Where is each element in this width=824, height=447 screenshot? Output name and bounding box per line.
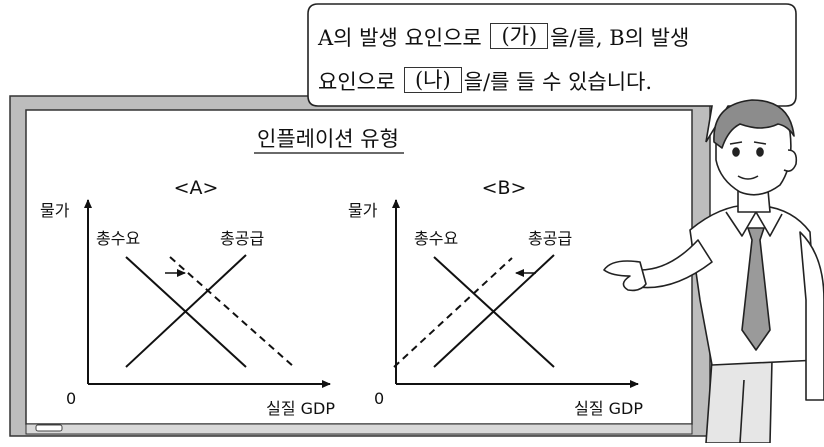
chart-a-demand-label: 총수요	[96, 229, 140, 248]
teacher-right-arm	[799, 231, 824, 401]
board-face	[25, 109, 693, 425]
chart-b-origin: 0	[374, 389, 384, 408]
chart-b-supply-shifted	[393, 257, 513, 368]
teacher-legs	[705, 359, 773, 444]
speech-line-2-text: 요인으로	[318, 70, 396, 94]
teacher-illustration	[603, 99, 824, 444]
chart-a-label: <A>	[174, 177, 219, 199]
board-title: 인플레이션 유형	[257, 127, 399, 151]
teacher-tie	[741, 227, 771, 351]
chart-b-x-label: 실질 GDP	[574, 399, 643, 418]
chart-a-x-label: 실질 GDP	[266, 399, 335, 418]
chart-b-label: <B>	[482, 177, 527, 199]
teacher-hair	[713, 99, 795, 149]
speech-line-2: 요인으로 (나)을/를 들 수 있습니다.	[318, 66, 652, 96]
chart-b-supply-label: 총공급	[528, 229, 572, 248]
speech-bubble: A의 발생 요인으로 (가)을/를, B의 발생 요인으로 (나)을/를 들 수…	[306, 4, 796, 108]
marker-tray	[25, 423, 693, 435]
chart-a-demand-shifted	[169, 256, 295, 368]
blank-na: (나)	[403, 66, 462, 93]
chart-a-y-label: 물가	[40, 201, 70, 220]
chart-a-origin: 0	[66, 389, 76, 408]
speech-line-1: A의 발생 요인으로 (가)을/를, B의 발생	[318, 22, 689, 52]
marker-eraser	[35, 424, 63, 432]
chart-a-supply-label: 총공급	[220, 229, 264, 248]
teacher-hand	[603, 260, 647, 292]
speech-line-1-text: A의 발생 요인으로	[318, 26, 482, 50]
chart-a: <A> 물가 0 실질 GDP 총수요 총공급	[40, 177, 335, 418]
chart-b: <B> 물가 0 실질 GDP 총수요 총공급	[348, 177, 643, 418]
speech-line-1-tail: 을/를, B의 발생	[550, 26, 690, 50]
chart-b-y-label: 물가	[348, 201, 378, 220]
chart-a-supply-curve	[125, 254, 247, 368]
blank-ga: (가)	[490, 22, 549, 49]
chart-b-demand-label: 총수요	[414, 229, 458, 248]
speech-line-2-tail: 을/를 들 수 있습니다.	[463, 70, 653, 94]
